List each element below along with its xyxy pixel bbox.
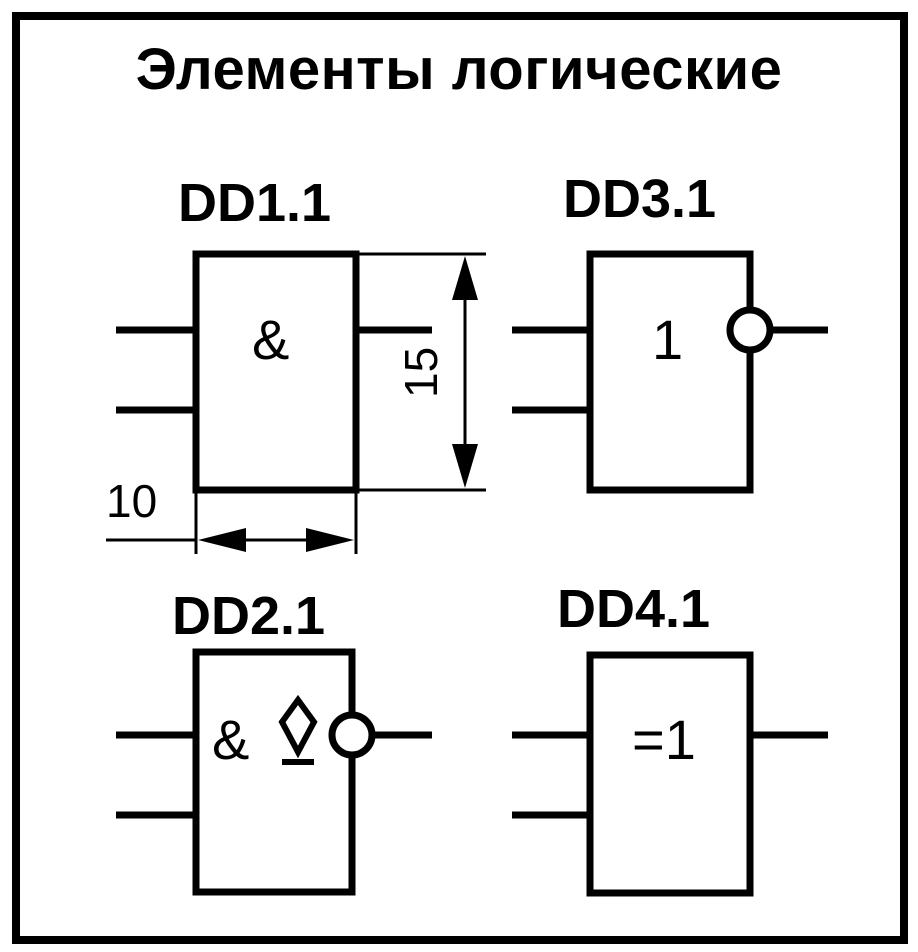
gate-dd2-body: [192, 648, 356, 896]
height-arrow-bottom-icon: [452, 444, 478, 488]
and-symbol-dd1: &: [252, 308, 290, 371]
or-symbol-dd3: 1: [652, 308, 684, 371]
open-drain-diamond-icon: [278, 694, 318, 765]
and-symbol-dd2: &: [212, 708, 250, 771]
width-arrow-right-icon: [306, 528, 354, 552]
gate-dd3-body: [586, 250, 754, 494]
label-dd1-1: DD1.1: [178, 173, 332, 233]
dimension-width-label: 10: [106, 475, 158, 527]
label-dd2-1: DD2.1: [172, 586, 326, 646]
label-dd3-1: DD3.1: [563, 169, 717, 229]
gate-dd3-inversion-circle: [726, 306, 774, 354]
xor-symbol-dd4: =1: [632, 708, 696, 771]
label-dd4-1: DD4.1: [557, 579, 711, 639]
gate-dd1-body: [192, 250, 360, 494]
height-arrow-top-icon: [452, 256, 478, 300]
diagram-title: Элементы логические: [135, 37, 783, 102]
gate-dd4-body: [586, 651, 754, 897]
width-arrow-left-icon: [198, 528, 246, 552]
gate-dd2-inversion-circle: [328, 711, 376, 759]
diagram-frame: [12, 12, 908, 944]
